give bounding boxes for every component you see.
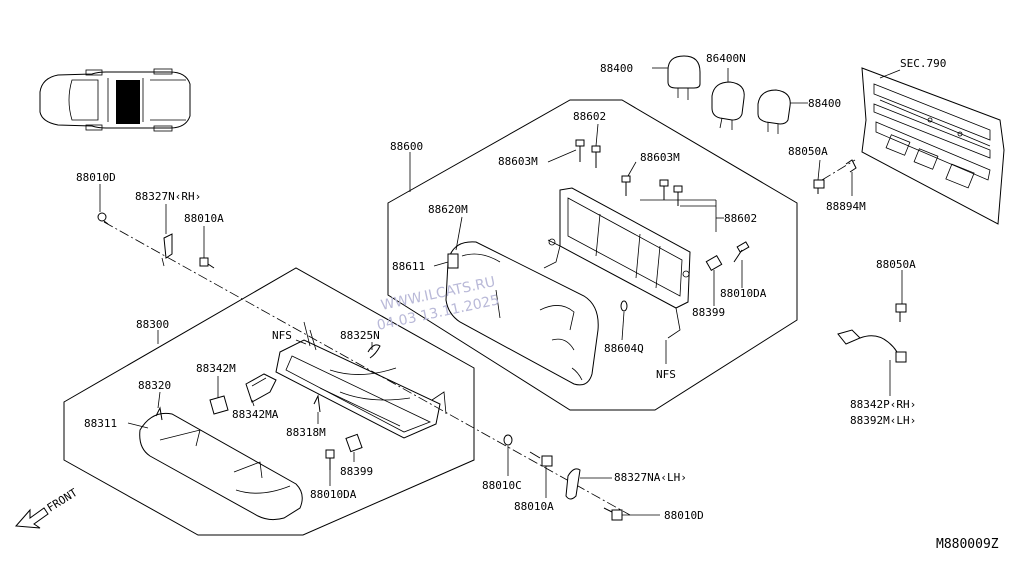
cap-88010c [503,434,513,446]
label-88602-top: 88602 [573,110,606,123]
clip-88894m [845,159,857,173]
label-88311: 88311 [84,417,117,430]
label-88400-left: 88400 [600,62,633,75]
label-88327n-rh: 88327N‹RH› [135,190,201,203]
label-nfs-right: NFS [656,368,676,381]
buckle-88342ma [245,373,277,403]
diagram-code: M880009Z [936,537,999,552]
bolt-88050a-mid [895,303,907,322]
vehicle-locator-icon [39,68,191,132]
clip-88318m [313,394,321,413]
label-nfs-left: NFS [272,329,292,342]
hook-88320 [155,406,163,421]
bracket-88611 [447,253,459,269]
seat-back-group-outline [387,99,798,411]
label-88399-left: 88399 [340,465,373,478]
label-88327na-lh: 88327NA‹LH› [614,471,687,484]
label-88010d-bottom: 88010D [664,509,704,522]
label-88603m-b: 88603M [640,151,680,164]
label-88318m: 88318M [286,426,326,439]
bolt-88010da-right [733,241,750,263]
seat-cushion-88300 [139,412,303,521]
label-88010da-left: 88010DA [310,488,357,501]
label-88320: 88320 [138,379,171,392]
bolt-88050a-top [813,179,825,194]
headrest-88400-left [667,55,701,100]
headrest-88400-right [757,89,791,134]
plug-88604q [620,300,628,312]
label-88010da-right: 88010DA [720,287,767,300]
label-86400n: 86400N [706,52,746,65]
bushing-88399-right [705,254,723,272]
label-88602-mid: 88602 [724,212,757,225]
cover-88327n-rh [161,233,173,267]
headrest-86400n [711,81,745,130]
label-88400-right: 88400 [808,97,841,110]
label-88010a-top: 88010A [184,212,224,225]
label-88050a-mid: 88050A [876,258,916,271]
axis-line-right [821,159,856,181]
bolt-88010a-bottom [529,451,553,467]
label-88894m: 88894M [826,200,866,213]
bracket-88342m [209,395,229,415]
label-88600: 88600 [390,140,423,153]
label-88010c: 88010C [482,479,522,492]
label-88325n: 88325N [340,329,380,342]
bolt-88010d-top [97,212,109,225]
bolt-88010a-top [199,257,215,269]
bushing-88399-left [345,433,363,453]
seat-cushion-frame [275,321,447,439]
cover-88327na-lh [565,468,581,500]
front-label: FRONT [45,486,80,515]
front-arrow-icon [14,507,49,529]
belt-anchor-88342p [837,329,907,363]
label-88392m-lh: 88392M‹LH› [850,414,916,427]
label-88342p-rh: 88342P‹RH› [850,398,916,411]
label-88342m: 88342M [196,362,236,375]
label-88603m-a: 88603M [498,155,538,168]
bolt-88010d-bottom [603,507,623,521]
label-sec790: SEC.790 [900,57,946,70]
bolt-88603m-pair [575,139,631,196]
label-88050a-top: 88050A [788,145,828,158]
label-88399-right: 88399 [692,306,725,319]
seat-back-88600 [445,241,599,386]
bolt-88010da-left [325,449,335,470]
label-88342ma: 88342MA [232,408,279,421]
label-88300: 88300 [136,318,169,331]
axis-line-left [103,221,631,516]
label-88611: 88611 [392,260,425,273]
callout-labels: 88400 86400N SEC.790 88400 88602 88600 8… [76,52,946,522]
back-panel-sec790 [861,67,1005,225]
clip-88325n [367,344,381,359]
bolt-88602-pair [659,179,683,206]
seat-cushion-group-outline [63,267,475,536]
leader-lines [99,67,903,516]
label-88604q: 88604Q [604,342,644,355]
label-88620m: 88620M [428,203,468,216]
seat-back-frame [543,187,691,339]
label-88010d-top: 88010D [76,171,116,184]
label-88010a-bottom: 88010A [514,500,554,513]
